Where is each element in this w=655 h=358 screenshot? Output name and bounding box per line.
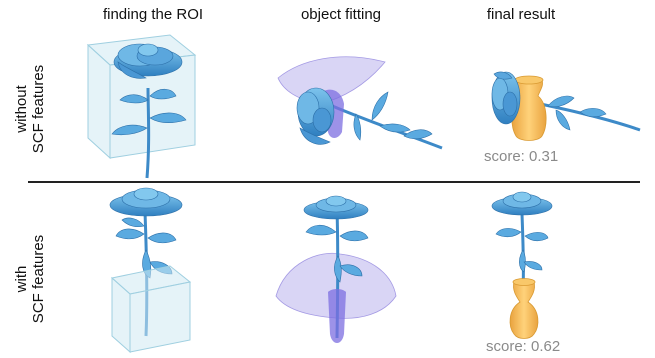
fit-solid-bottom	[328, 289, 346, 343]
col-header-fitting: object fitting	[300, 6, 382, 23]
rose-bloom-top-result	[491, 71, 521, 125]
roi-box-bottom	[110, 265, 192, 354]
bottom-roi-cell	[109, 187, 192, 354]
top-roi-cell	[86, 34, 197, 179]
bottom-result-cell	[491, 191, 553, 339]
bottom-fitting-cell	[275, 195, 397, 343]
vase-top	[511, 75, 547, 141]
score-without: score: 0.31	[484, 148, 559, 165]
rose-bloom-bottom-fit	[303, 195, 369, 220]
vase-bottom	[509, 278, 539, 339]
rose-bloom-bottom-result	[491, 191, 553, 216]
top-result-cell	[491, 71, 641, 141]
col-header-roi: finding the ROI	[102, 6, 204, 23]
row-divider	[28, 181, 640, 183]
fit-surface-top	[277, 56, 386, 105]
rose-bloom-bottom-roi	[109, 187, 183, 217]
fit-surface-bottom	[275, 252, 397, 319]
rose-leaves-top-roi	[111, 88, 187, 136]
rose-leaves-top-fit	[353, 91, 433, 141]
rose-leaves-top-result	[547, 95, 607, 131]
rose-leaves-bottom-result	[495, 228, 549, 273]
col-header-result: final result	[486, 6, 556, 23]
score-with: score: 0.62	[486, 338, 561, 355]
rose-stem-top-roi	[145, 87, 151, 179]
top-fitting-cell	[277, 56, 443, 150]
rose-bloom-top-fit	[296, 87, 335, 145]
rose-leaves-bottom-fit	[305, 224, 369, 283]
rose-bloom-top-roi	[113, 43, 183, 79]
